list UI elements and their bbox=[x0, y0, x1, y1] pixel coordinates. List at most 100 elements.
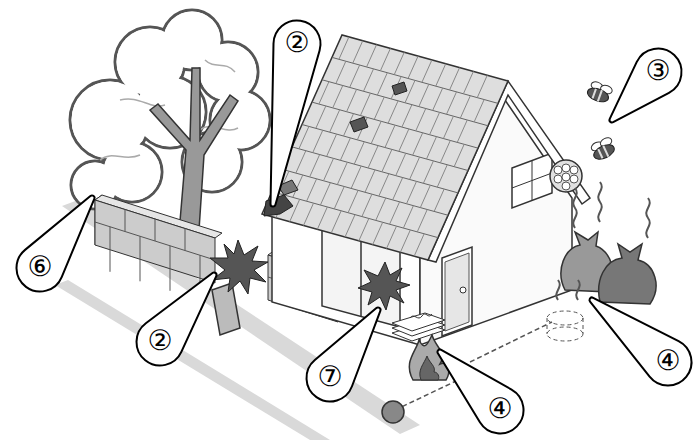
tile-joint bbox=[354, 142, 364, 164]
tile-joint bbox=[307, 179, 317, 201]
tile-joint bbox=[379, 174, 389, 196]
tile-joint bbox=[447, 92, 457, 114]
tile-joint bbox=[340, 138, 350, 160]
tile-joint bbox=[396, 153, 406, 175]
fallen-block bbox=[212, 283, 240, 335]
tile-joint bbox=[382, 149, 392, 171]
tile-joint bbox=[290, 199, 300, 221]
fire-core bbox=[420, 356, 439, 380]
drain-basin bbox=[547, 311, 583, 325]
tile-joint bbox=[345, 215, 355, 237]
tile-joint bbox=[477, 75, 487, 97]
callout-pin-inner bbox=[273, 23, 318, 204]
nest-cell bbox=[570, 175, 578, 183]
wasp-nest bbox=[550, 160, 582, 192]
tile-joint bbox=[434, 189, 444, 211]
nest-cell bbox=[562, 173, 570, 181]
canopy-detail bbox=[100, 60, 238, 160]
tile-joint bbox=[313, 130, 323, 152]
tile-joint bbox=[437, 165, 447, 187]
tile-joint bbox=[376, 198, 386, 220]
tile-joint bbox=[408, 56, 418, 78]
garbage-bag bbox=[599, 244, 656, 304]
tile-joint bbox=[310, 155, 320, 177]
tile-joint bbox=[353, 41, 363, 63]
tile-joint bbox=[433, 88, 443, 110]
tile-joint bbox=[330, 110, 340, 132]
tile-joint bbox=[402, 105, 412, 127]
tile-joint bbox=[393, 178, 403, 200]
tree-canopy-fill bbox=[72, 12, 269, 208]
callout-pin bbox=[612, 51, 679, 120]
paper-stack bbox=[392, 313, 445, 331]
tile-joint bbox=[319, 82, 329, 104]
damage-burst bbox=[210, 240, 268, 294]
tile-joint bbox=[347, 89, 357, 111]
tile-joint bbox=[385, 125, 395, 147]
tile-row bbox=[312, 102, 478, 148]
callout-number: ③ bbox=[645, 57, 670, 85]
sliding-door-frame bbox=[360, 239, 362, 317]
door-knob bbox=[460, 287, 466, 293]
callout-pin bbox=[19, 198, 92, 289]
tile-joint bbox=[336, 61, 346, 83]
tile-joint bbox=[388, 101, 398, 123]
tile-joint bbox=[333, 86, 343, 108]
tile-joint bbox=[299, 126, 309, 148]
tile-joint bbox=[350, 65, 360, 87]
tile-joint bbox=[463, 71, 473, 93]
callout-pin-inner bbox=[139, 275, 214, 363]
tile-joint bbox=[394, 52, 404, 74]
callout-pin-inner bbox=[19, 198, 92, 289]
callout-number: ④ bbox=[655, 347, 680, 375]
drain-basin bbox=[547, 327, 583, 341]
tile-row bbox=[322, 80, 488, 126]
roof-damage bbox=[264, 195, 293, 216]
tile-joint bbox=[359, 218, 369, 240]
tile-joint bbox=[419, 84, 429, 106]
wasp-body bbox=[591, 142, 616, 162]
tile-joint bbox=[414, 234, 424, 256]
tile-joint bbox=[365, 170, 375, 192]
tile-joint bbox=[334, 187, 344, 209]
tile-joint bbox=[407, 181, 417, 203]
tile-row bbox=[272, 192, 438, 238]
callout-number: ② bbox=[284, 29, 309, 57]
tile-joint bbox=[364, 69, 374, 91]
nest-cells bbox=[554, 164, 578, 190]
callout-number: ⑦ bbox=[317, 363, 342, 391]
tile-joint bbox=[417, 210, 427, 232]
tile-joint bbox=[331, 211, 341, 233]
callout-pin bbox=[273, 23, 318, 204]
callout-pin bbox=[440, 352, 521, 431]
tile-joint bbox=[368, 146, 378, 168]
wasp bbox=[589, 136, 617, 162]
tile-joint bbox=[360, 93, 370, 115]
tile-joint bbox=[436, 64, 446, 86]
tree-canopy bbox=[70, 10, 270, 209]
tile-joint bbox=[374, 97, 384, 119]
tile-row bbox=[292, 147, 458, 193]
damage-burst bbox=[358, 262, 410, 310]
tile-joint bbox=[327, 134, 337, 156]
roof-damage bbox=[350, 117, 368, 132]
nest-cell bbox=[562, 182, 570, 190]
callout-number: ⑥ bbox=[27, 253, 52, 281]
tile-joint bbox=[427, 137, 437, 159]
wasp-body bbox=[586, 86, 611, 105]
tile-joint bbox=[348, 190, 358, 212]
callout-pin bbox=[139, 275, 214, 363]
nest-cell bbox=[554, 175, 562, 183]
tile-joint bbox=[399, 129, 409, 151]
tile-joint bbox=[420, 185, 430, 207]
tile-joint bbox=[296, 151, 306, 173]
tile-joint bbox=[457, 120, 467, 142]
callout-pin bbox=[592, 300, 689, 383]
tile-row bbox=[302, 125, 468, 171]
wasp-stripes bbox=[598, 146, 609, 159]
tile-joint bbox=[440, 140, 450, 162]
wasp bbox=[586, 80, 614, 105]
tile-joint bbox=[320, 183, 330, 205]
